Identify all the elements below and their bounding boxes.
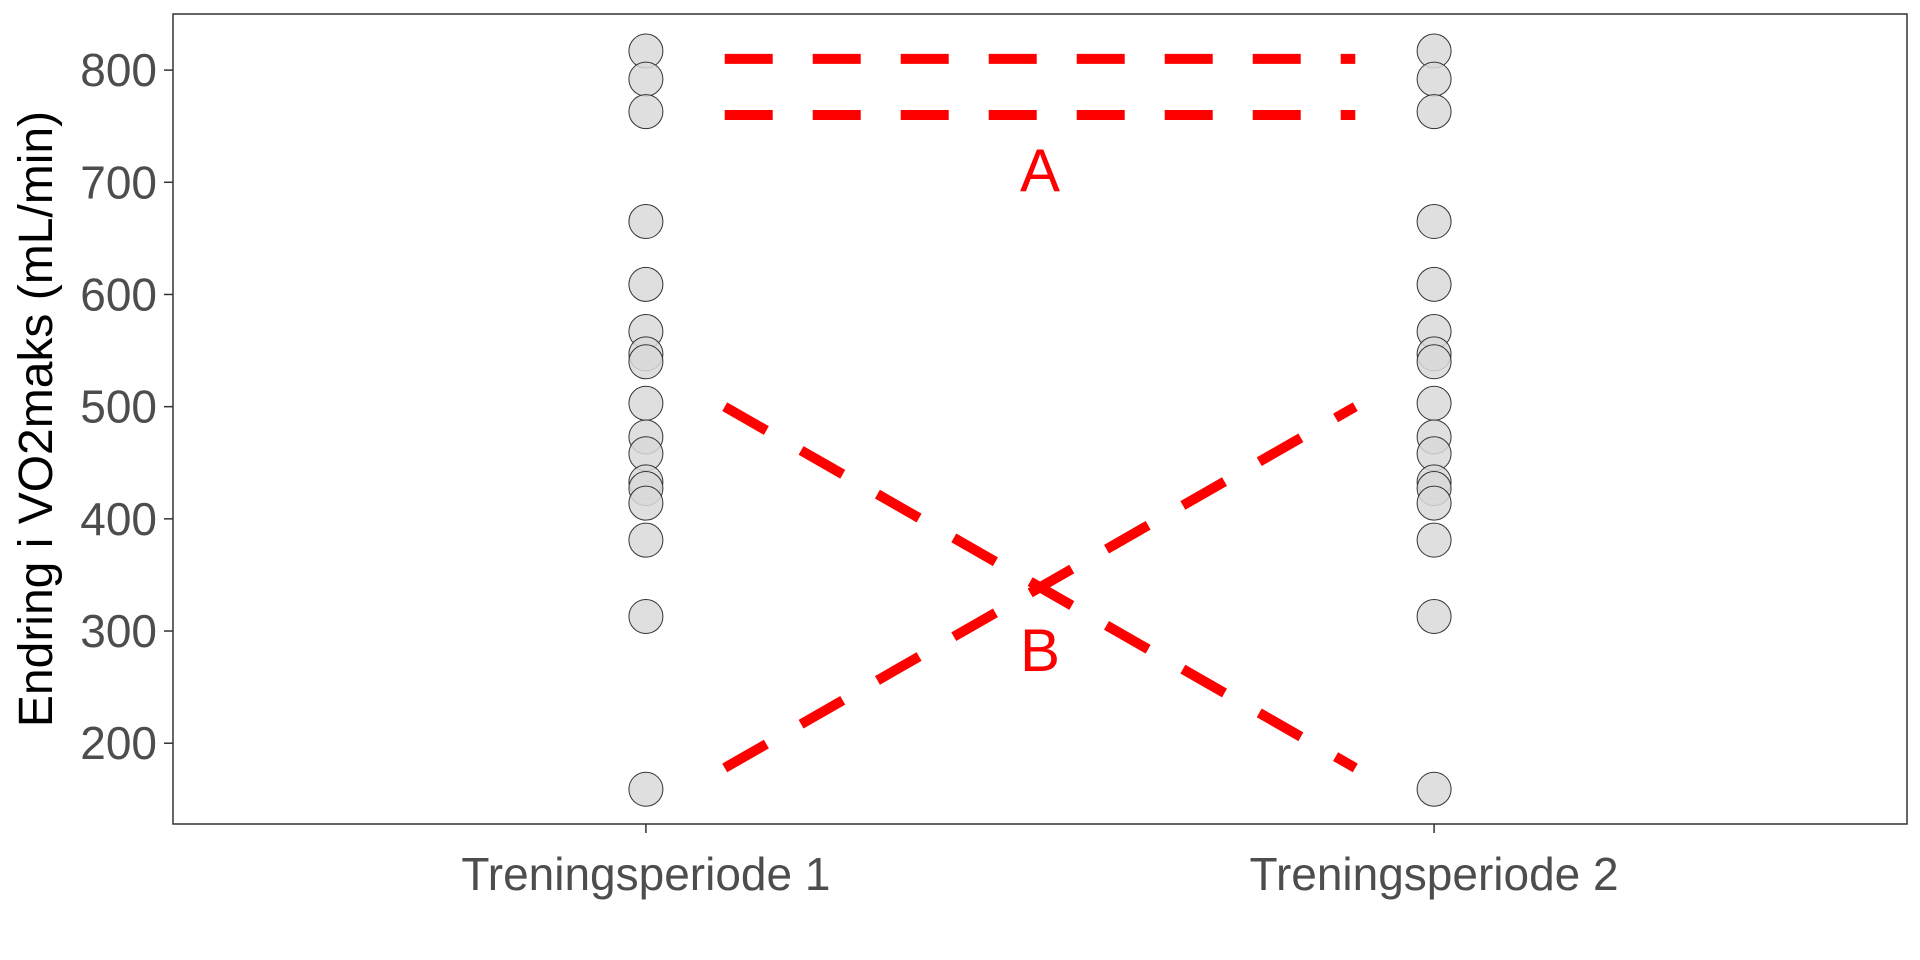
data-point: [628, 485, 664, 521]
data-point: [1416, 266, 1452, 302]
y-tick-label: 600: [80, 268, 157, 320]
y-tick-label: 300: [80, 605, 157, 657]
data-point: [628, 344, 664, 380]
annotation-label: A: [1020, 137, 1060, 204]
data-point: [1416, 344, 1452, 380]
x-tick-label: Treningsperiode 1: [461, 848, 830, 900]
data-point: [1416, 94, 1452, 130]
data-point: [1416, 771, 1452, 807]
data-points: [628, 33, 1452, 807]
data-point: [1416, 61, 1452, 97]
x-axis: Treningsperiode 1 Treningsperiode 2: [461, 824, 1619, 900]
annotation-lines: [722, 53, 1358, 773]
data-point: [628, 598, 664, 634]
plot-panel: [172, 13, 1908, 825]
data-point: [628, 385, 664, 421]
annotations: AB: [1020, 137, 1060, 684]
dashed-line: [722, 402, 1358, 773]
data-point: [628, 771, 664, 807]
data-point: [1416, 485, 1452, 521]
data-point: [1416, 598, 1452, 634]
data-point: [628, 94, 664, 130]
annotation-label: B: [1020, 617, 1060, 684]
data-point: [1416, 522, 1452, 558]
data-point: [628, 204, 664, 240]
y-axis: 200 300 400 500 600 700 800: [80, 44, 173, 769]
y-tick-label: 700: [80, 156, 157, 208]
x-tick-label: Treningsperiode 2: [1250, 848, 1619, 900]
data-point: [628, 61, 664, 97]
y-axis-title: Endring i VO2maks (mL/min): [10, 111, 63, 727]
data-point: [1416, 204, 1452, 240]
data-point: [628, 522, 664, 558]
y-tick-label: 500: [80, 381, 157, 433]
y-tick-label: 800: [80, 44, 157, 96]
y-tick-label: 400: [80, 493, 157, 545]
data-point: [1416, 385, 1452, 421]
data-point: [628, 266, 664, 302]
y-tick-label: 200: [80, 717, 157, 769]
